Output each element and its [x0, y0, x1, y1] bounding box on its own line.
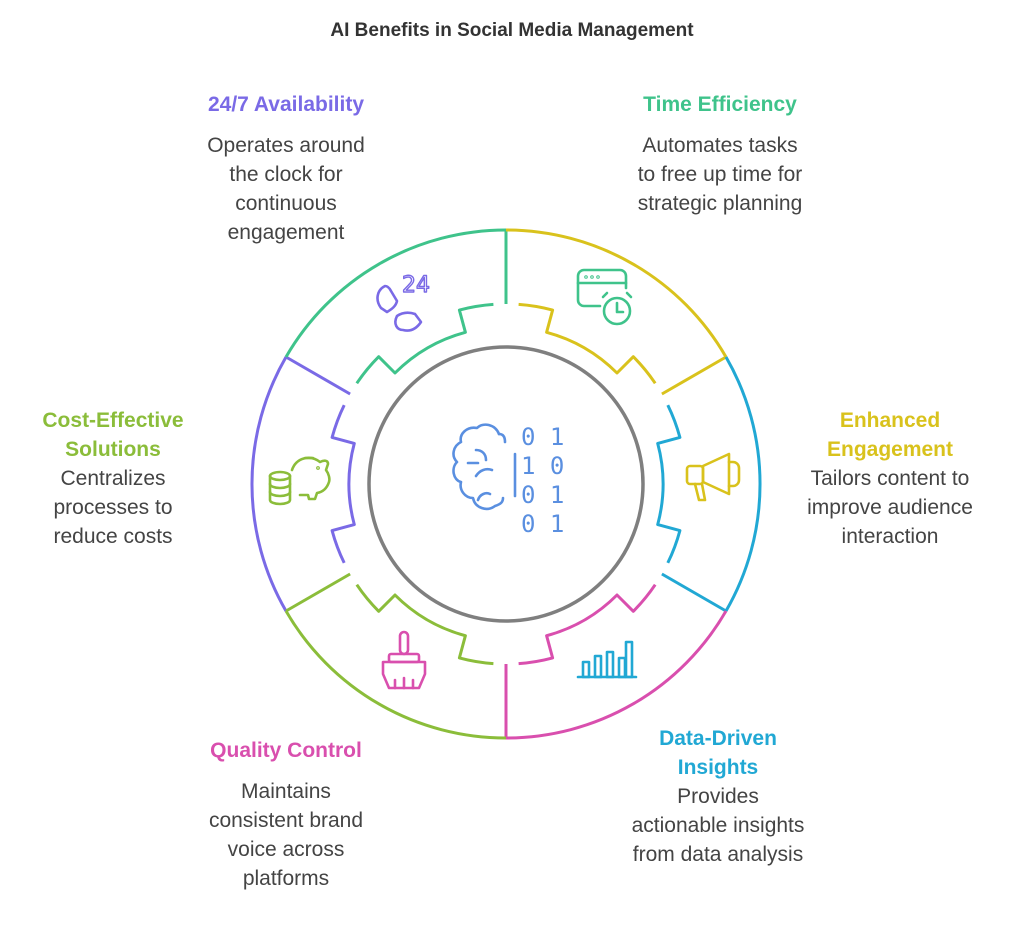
segment-quality-outer-arc: [505, 610, 728, 740]
binary-row: 1 0: [521, 452, 564, 480]
center-circle: 0 11 00 10 1: [367, 345, 645, 623]
bar-chart-icon: [576, 640, 638, 679]
binary-row: 0 1: [521, 423, 564, 451]
outer-ring: [250, 228, 762, 740]
segment-cost-outer-arc: [284, 610, 507, 740]
paint-brush-icon: [381, 630, 427, 690]
segment-cost-divider: [285, 572, 351, 613]
segment-engagement-divider: [661, 355, 727, 396]
segment-time-outer-arc: [284, 228, 507, 358]
segment-availability-inner-tab: [330, 404, 356, 564]
heading-quality: Quality Control: [210, 739, 362, 762]
brain-binary-icon: [452, 423, 517, 511]
icon-24-text: 24: [402, 273, 430, 298]
segment-icons: 24: [268, 268, 741, 690]
diagram-title: AI Benefits in Social Media Management: [330, 20, 694, 41]
browser-clock-icon: [576, 268, 633, 326]
segment-engagement-inner-tab: [518, 302, 657, 385]
segment-quality-inner-tab: [518, 583, 657, 666]
center-circle-outline: [367, 345, 645, 623]
phone-24-icon: 24: [376, 272, 431, 332]
binary-row: 0 1: [521, 481, 564, 509]
segment-engagement-outer-arc: [505, 228, 728, 358]
binary-row: 0 1: [521, 510, 564, 538]
segment-availability-divider: [285, 355, 351, 396]
segment-time-inner-tab: [355, 302, 494, 385]
megaphone-icon: [685, 452, 741, 502]
segment-insights-outer-arc: [724, 356, 762, 612]
segment-insights-inner-tab: [656, 404, 682, 564]
segment-cost-inner-tab: [355, 583, 494, 666]
heading-availability: 24/7 Availability: [207, 93, 365, 116]
segment-availability-outer-arc: [250, 356, 288, 612]
heading-time: Time Efficiency: [643, 93, 797, 116]
segment-insights-divider: [661, 572, 727, 613]
piggy-bank-icon: [268, 456, 331, 506]
binary-digits: 0 11 00 10 1: [521, 423, 564, 538]
